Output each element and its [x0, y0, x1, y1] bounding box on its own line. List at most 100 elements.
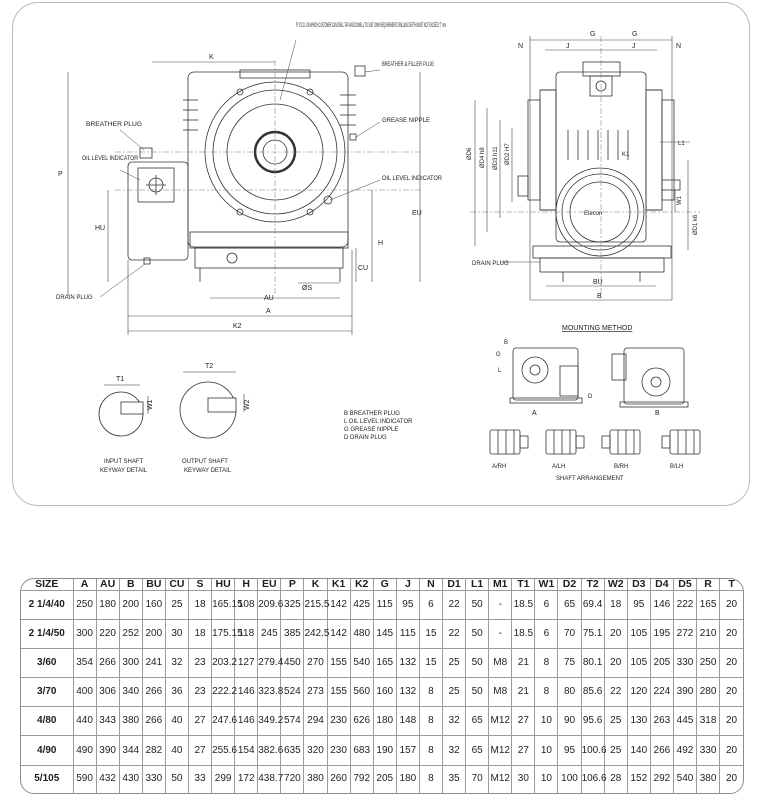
table-cell: 8: [418, 764, 444, 793]
table-cell: 75: [557, 647, 582, 679]
table-cell: 25: [603, 735, 628, 766]
table-cell: 720: [280, 764, 305, 793]
table-cell: 215.5: [303, 589, 329, 620]
table-cell: 105: [626, 647, 651, 679]
table-cell: 132: [395, 677, 420, 708]
table-cell: 165.15: [211, 589, 243, 620]
dim-g-left: G: [590, 31, 595, 38]
table-cell: 263: [649, 706, 674, 737]
mount-label-a: A: [532, 410, 537, 417]
table-cell: 23: [187, 647, 213, 679]
dim-g-right: G: [632, 31, 637, 38]
column-header: K2: [349, 579, 374, 591]
column-header: K: [303, 579, 328, 591]
column-header: SIZE: [21, 579, 74, 591]
dim-d2: ØD2 H7: [505, 143, 511, 165]
table-cell: 160: [141, 589, 166, 620]
table-cell: 266: [649, 735, 674, 766]
table-cell: 440: [72, 706, 97, 737]
legend-g: G GREASE NIPPLE: [344, 427, 398, 433]
dim-k2: K2: [233, 323, 242, 330]
table-cell: 20: [719, 764, 743, 793]
table-cell: 27: [511, 735, 536, 766]
table-cell: 299: [211, 764, 236, 793]
breather-plug-front: [139, 147, 153, 159]
column-header: D2: [557, 579, 582, 591]
table-cell: 242.5: [303, 618, 329, 649]
table-cell: 106.6: [580, 764, 607, 793]
dim-bu: BU: [593, 279, 603, 286]
table-cell: 70: [465, 764, 490, 793]
table-cell: 146: [649, 589, 674, 620]
table-cell: 6: [534, 589, 559, 620]
table-cell: 255.6: [211, 735, 237, 766]
table-cell: M12: [488, 706, 513, 737]
table-cell: 18: [603, 589, 628, 620]
table-cell: 266: [141, 677, 166, 708]
table-cell: 180: [395, 764, 420, 793]
table-cell: 36: [164, 677, 189, 708]
input-keyway-caption-1: INPUT SHAFT: [104, 459, 144, 465]
table-cell: M12: [488, 735, 513, 766]
table-cell: 330: [672, 647, 698, 679]
brand-logo: Elecon: [584, 211, 602, 217]
table-cell: 25: [441, 647, 467, 679]
table-cell: 18.5: [511, 589, 536, 620]
column-header: L1: [465, 579, 490, 591]
legend-d: D DRAIN PLUG: [344, 435, 387, 441]
table-cell: 10: [534, 764, 559, 793]
table-cell: 330: [141, 764, 166, 793]
table-cell: 115: [395, 618, 420, 649]
table-cell: 85.6: [580, 677, 605, 708]
table-cell: 400: [72, 677, 97, 708]
column-header: D4: [649, 579, 674, 591]
dim-w1-side: W1: [677, 195, 683, 205]
column-header: R: [696, 579, 721, 591]
column-header: HU: [211, 579, 236, 591]
drain-plug-label-right: DRAIN PLUG: [472, 261, 509, 267]
table-cell: 50: [465, 589, 490, 620]
table-cell: 425: [349, 589, 374, 620]
dim-d4: ØD4 h8: [480, 147, 486, 168]
table-cell: 6: [534, 618, 559, 649]
table-cell: 282: [141, 735, 166, 766]
dim-w1: W1: [147, 399, 154, 410]
table-cell: 266: [141, 706, 166, 737]
dim-n-left: N: [518, 43, 523, 50]
dim-b: B: [597, 293, 602, 300]
column-header: EU: [257, 579, 282, 591]
column-header: J: [395, 579, 420, 591]
table-cell: 432: [95, 764, 120, 793]
table-cell: 18: [187, 618, 213, 649]
table-cell: 20: [719, 706, 743, 737]
table-cell: 22: [441, 589, 467, 620]
table-cell: 220: [95, 618, 120, 649]
table-cell: M12: [488, 764, 513, 793]
table-cell: 100.6: [580, 735, 607, 766]
size-cell: 4/90: [21, 735, 74, 766]
size-cell: 2 1/4/50: [21, 618, 74, 649]
column-header: CU: [164, 579, 189, 591]
table-cell: 180: [95, 589, 120, 620]
table-cell: 480: [349, 618, 374, 649]
table-cell: 340: [118, 677, 143, 708]
table-cell: 30: [164, 618, 189, 649]
size-cell: 5/105: [21, 764, 74, 793]
mount-letter-d: D: [588, 394, 593, 400]
table-cell: 27: [511, 706, 536, 737]
table-cell: 22: [441, 618, 467, 649]
table-cell: 140: [626, 735, 651, 766]
table-cell: 279.4: [257, 647, 283, 679]
table-cell: 560: [349, 677, 374, 708]
table-cell: 80: [557, 677, 582, 708]
table-cell: 20: [719, 735, 743, 766]
table-cell: 80.1: [580, 647, 605, 679]
arrangement-alh: A/LH: [552, 464, 565, 470]
table-cell: 18.5: [511, 618, 536, 649]
table-cell: -: [488, 589, 513, 620]
table-cell: 380: [303, 764, 328, 793]
